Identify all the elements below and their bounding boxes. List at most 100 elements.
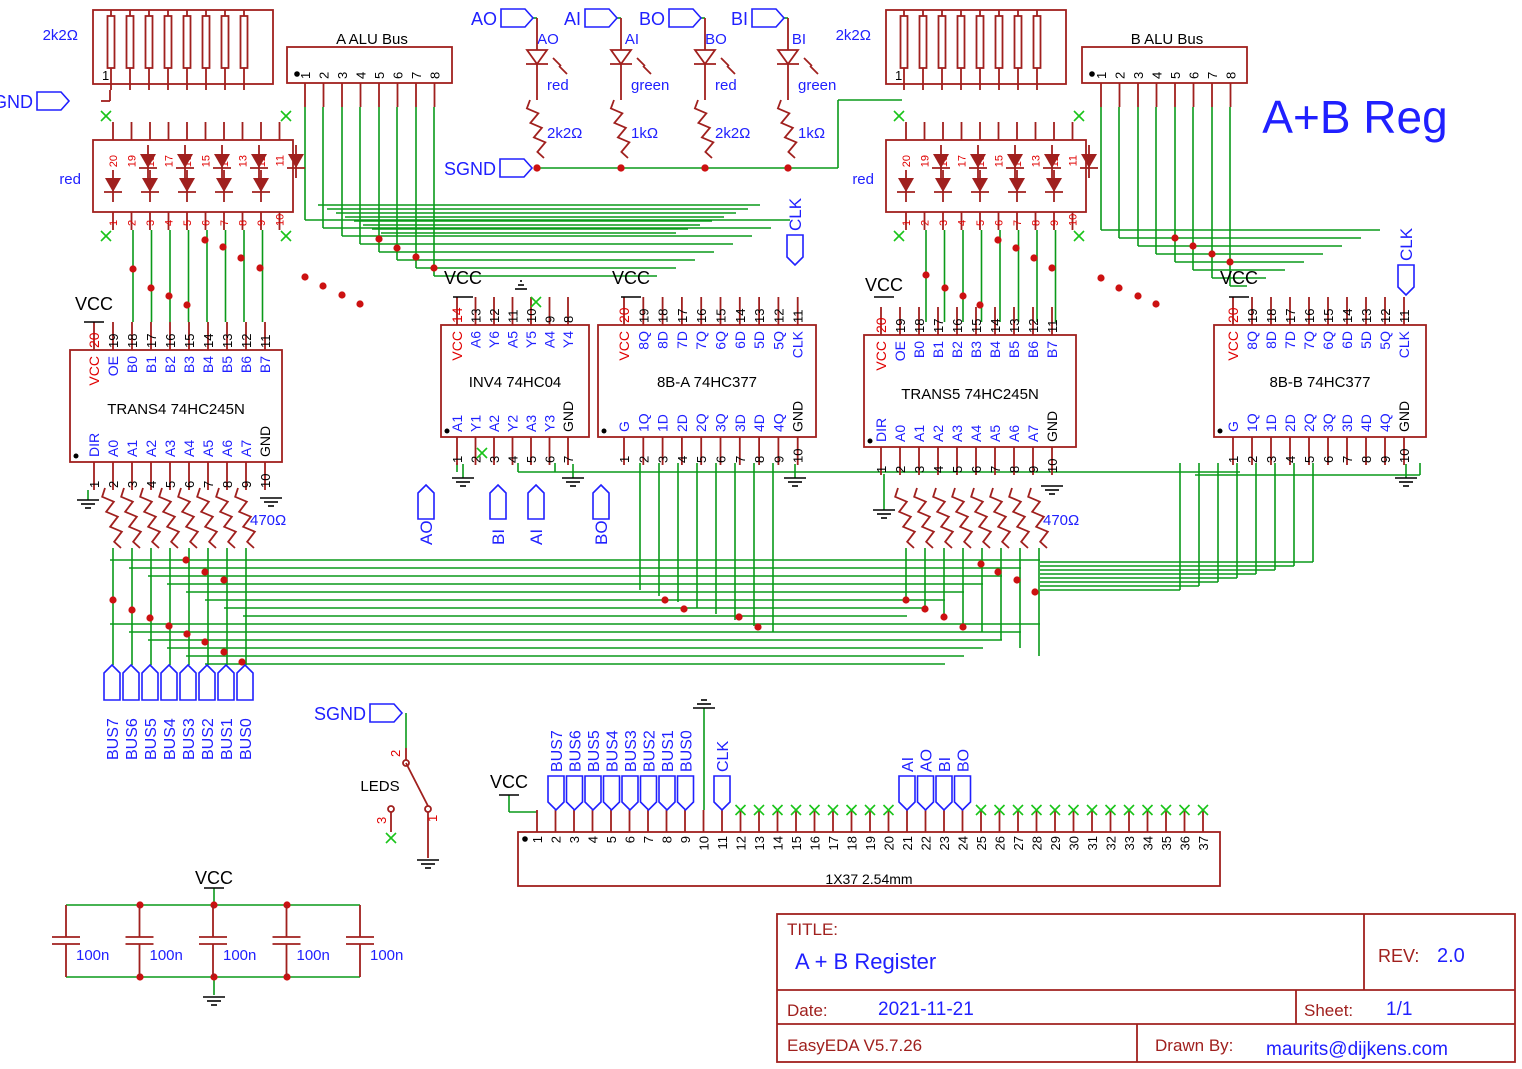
resistor-value: 2k2Ω — [715, 125, 750, 142]
led-color: green — [631, 77, 669, 94]
junction-dot — [941, 284, 949, 292]
ground-symbol — [562, 477, 584, 487]
pulldown-resistor — [989, 487, 1012, 549]
pin-number: 20 — [1225, 307, 1241, 323]
ground-symbol — [1041, 485, 1063, 495]
ground-symbol — [417, 859, 439, 869]
bus-port-text: BUS2 — [200, 718, 217, 760]
pin-number: 16 — [163, 334, 178, 348]
date-label: Date: — [787, 1001, 828, 1020]
pin1-marker — [73, 453, 79, 459]
led-resistor — [776, 99, 798, 159]
pin-number: 11 — [1045, 320, 1060, 334]
pin-name: CLK — [790, 330, 806, 358]
pin-number: 10 — [275, 214, 287, 226]
pin-number: 14 — [771, 836, 786, 850]
pin-name: DIR — [86, 433, 102, 457]
pin-number: 7 — [1205, 72, 1220, 79]
pin-number: 11 — [715, 836, 730, 850]
junction-dot — [994, 568, 1002, 576]
pin-number: 11 — [275, 155, 287, 166]
pin-number: 14 — [201, 334, 216, 348]
header-bus-text: BUS2 — [642, 730, 659, 772]
sgnd-port-text: SGND — [0, 92, 33, 112]
pin-name: 3Q — [1320, 413, 1336, 432]
pin-number: 20 — [901, 155, 913, 167]
led-resistor — [525, 99, 547, 159]
pin-number: 15 — [789, 836, 804, 850]
pin-name: A6 — [1006, 425, 1022, 442]
bus-port-bus3: BUS3 — [179, 663, 198, 760]
inverter-port-ao-text: AO — [417, 520, 436, 545]
pin-number: 5 — [182, 220, 194, 226]
junction-dot — [220, 576, 228, 584]
led-resistor — [609, 99, 631, 159]
pin-number: 15 — [201, 155, 213, 167]
pin-number: 12 — [1378, 309, 1393, 323]
title-label: TITLE: — [787, 920, 838, 939]
pin-number: 13 — [752, 836, 767, 850]
no-connect-mark — [790, 804, 802, 816]
pin-name: 6Q — [713, 331, 729, 350]
pin-number: 2 — [127, 220, 139, 226]
pin-name: Y3 — [542, 415, 558, 432]
pin-number: 2 — [469, 456, 484, 463]
connector-body — [1081, 46, 1248, 84]
pin-name: DIR — [873, 418, 889, 442]
pin-name: 5Q — [1377, 331, 1393, 350]
junction-dot — [210, 973, 218, 981]
junction-dot — [1031, 588, 1039, 596]
pin-name: 7D — [674, 331, 690, 349]
pin-number: 8 — [1224, 72, 1239, 79]
header-ctrl-text: BO — [956, 749, 973, 772]
rev-value: 2.0 — [1437, 945, 1465, 967]
pin-number: 16 — [694, 309, 709, 323]
resistor-value: 2k2Ω — [547, 125, 582, 142]
pin-number: 21 — [900, 836, 915, 850]
led-bar-a: 2k2Ω1red2011921831741651561471381291110 — [43, 9, 305, 230]
pin-number: 10 — [258, 474, 273, 488]
ic-body — [863, 334, 1077, 448]
pin-number: 1 — [102, 68, 109, 83]
junction-dot — [375, 235, 383, 243]
pin-number: 8 — [428, 72, 443, 79]
ground-symbol — [1395, 477, 1417, 487]
ground-symbol — [873, 509, 895, 519]
pin-name: A2 — [143, 440, 159, 457]
pin-number: 3 — [487, 456, 502, 463]
pin-number: 3 — [656, 456, 671, 463]
pin-number: 5 — [372, 72, 387, 79]
junction-dot — [1226, 258, 1234, 266]
pin-number: 2 — [106, 481, 121, 488]
pin-name: 6Q — [1320, 331, 1336, 350]
pin-number: 15 — [994, 155, 1006, 167]
cap-value: 100n — [297, 947, 330, 964]
pin-name: B3 — [181, 356, 197, 373]
pin-name: A4 — [181, 440, 197, 457]
bus-port-bus4: BUS4 — [160, 663, 179, 760]
header-clk-text: CLK — [715, 741, 732, 772]
pin-number: 33 — [1122, 836, 1137, 850]
junction-dot — [1013, 576, 1021, 584]
inverter-port-bo-text: BO — [592, 520, 611, 545]
pin-number: 1 — [108, 220, 120, 226]
pin-number: 13 — [1359, 309, 1374, 323]
no-connect-mark — [734, 804, 747, 816]
pin-number: 15 — [1321, 309, 1336, 323]
junction-dot — [661, 596, 669, 604]
pin-number: 18 — [1264, 309, 1279, 323]
junction-dot — [183, 301, 191, 309]
junction-dot — [393, 244, 401, 252]
pin-name: A7 — [238, 440, 254, 457]
junction-dot — [977, 560, 985, 568]
no-connect-mark — [1104, 804, 1117, 816]
pulldown-resistor — [120, 487, 143, 549]
pin-number: 8 — [238, 220, 250, 226]
pin-name: A0 — [105, 440, 121, 457]
pin-number: 1 — [425, 815, 440, 822]
pin-number: 15 — [182, 334, 197, 348]
no-connect-mark — [385, 832, 397, 844]
pin-number: 7 — [733, 456, 748, 463]
pin-number: 7 — [561, 456, 576, 463]
